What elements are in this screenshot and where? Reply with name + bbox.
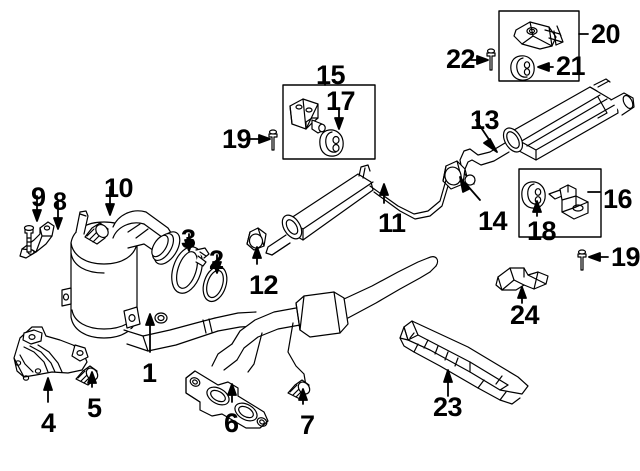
callout-label-6: 6 — [224, 408, 239, 438]
callout-label-8: 8 — [53, 188, 67, 216]
part-bolt-22 — [486, 48, 496, 71]
part-pipe-clamp-12 — [246, 227, 267, 251]
callout-label-7: 7 — [300, 410, 315, 440]
part-rear-muffler-13 — [459, 78, 635, 186]
callout-label-4: 4 — [41, 408, 56, 438]
callout-label-24: 24 — [510, 300, 540, 330]
leader-lines — [32, 33, 609, 405]
part-dpf-catalytic-converter-1 — [61, 210, 259, 352]
callout-label-3: 3 — [181, 224, 196, 254]
part-bolt-10 — [84, 222, 109, 245]
callout-label-11: 11 — [378, 208, 406, 238]
part-center-muffler-11 — [265, 164, 449, 256]
callout-label-22: 22 — [446, 44, 476, 74]
part-gasket-ring-2 — [202, 265, 228, 303]
part-manifold-gasket-6 — [185, 370, 269, 429]
part-bolt-9 — [23, 225, 35, 253]
part-exhaust-heat-shield-23 — [399, 320, 529, 405]
callout-label-13: 13 — [470, 105, 500, 135]
part-heat-shield-bracket-4 — [13, 326, 89, 381]
callout-label-10: 10 — [104, 173, 134, 203]
callout-label-19-left: 19 — [222, 124, 252, 154]
callout-label-16: 16 — [603, 184, 633, 214]
callout-label-21: 21 — [556, 51, 586, 81]
callout-label-5: 5 — [87, 393, 102, 423]
mid-pipe-hanger-rods — [247, 322, 307, 387]
part-rubber-isolator-18 — [521, 181, 546, 209]
part-bolt-19-right — [577, 249, 587, 271]
callout-label-2: 2 — [209, 245, 224, 275]
callout-label-9: 9 — [31, 182, 46, 212]
part-hanger-bracket-16 — [548, 184, 589, 220]
callout-label-20: 20 — [591, 19, 621, 49]
part-rubber-insulator-17 — [319, 129, 344, 157]
part-hanger-bracket-24 — [495, 267, 549, 291]
part-hanger-bracket-15 — [289, 98, 326, 134]
callout-label-15: 15 — [316, 60, 346, 90]
part-rear-insulator-21 — [510, 55, 535, 81]
callout-label-1: 1 — [142, 358, 157, 388]
part-exhaust-clamp-3 — [171, 246, 210, 294]
part-mid-catalytic-converter — [211, 256, 439, 371]
callout-label-19-right: 19 — [611, 242, 640, 272]
callout-label-14: 14 — [478, 206, 508, 236]
part-rear-hanger-assembly-20 — [513, 21, 564, 50]
callout-label-17: 17 — [326, 86, 356, 116]
part-bolt-19-left — [268, 129, 278, 151]
callout-label-18: 18 — [527, 216, 557, 246]
callout-label-12: 12 — [249, 270, 279, 300]
callout-label-23: 23 — [433, 392, 463, 422]
